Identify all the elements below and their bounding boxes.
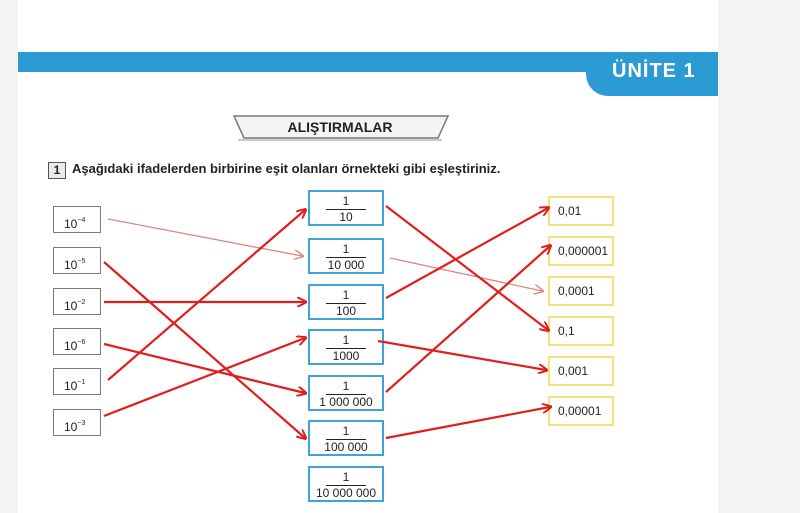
power-base: 10 bbox=[64, 217, 78, 231]
unit-tab bbox=[586, 52, 718, 96]
fraction-denominator: 10 000 bbox=[327, 258, 365, 272]
fraction-numerator: 1 bbox=[342, 379, 350, 393]
power-exponent: −5 bbox=[77, 258, 86, 265]
section-banner-shape bbox=[232, 115, 450, 141]
match-arrow bbox=[107, 210, 305, 381]
power-exponent: −4 bbox=[77, 217, 86, 224]
power-box[interactable]: 10−1 bbox=[53, 368, 101, 395]
fraction-numerator: 1 bbox=[342, 242, 350, 256]
fraction-box[interactable]: 1 10 000 bbox=[308, 238, 384, 274]
decimal-box[interactable]: 0,000001 bbox=[548, 236, 614, 266]
power-box[interactable]: 10−2 bbox=[53, 288, 101, 315]
fraction-bar bbox=[326, 209, 366, 210]
fraction-denominator: 1000 bbox=[332, 349, 360, 363]
match-arrow bbox=[385, 246, 550, 393]
fraction-box[interactable]: 1 100 000 bbox=[308, 420, 384, 456]
power-exponent: −2 bbox=[77, 299, 86, 306]
power-exponent: −3 bbox=[77, 420, 86, 427]
fraction-denominator: 100 bbox=[335, 304, 357, 318]
question-instruction: Aşağıdaki ifadelerden birbirine eşit ola… bbox=[72, 161, 501, 176]
example-arrow bbox=[389, 257, 542, 291]
match-arrow bbox=[385, 208, 548, 299]
unit-label: ÜNİTE 1 bbox=[612, 60, 696, 82]
power-base: 10 bbox=[64, 379, 78, 393]
match-arrow bbox=[103, 342, 305, 393]
fraction-denominator: 10 000 000 bbox=[315, 486, 377, 500]
power-box[interactable]: 10−3 bbox=[53, 409, 101, 436]
example-arrow bbox=[107, 218, 302, 256]
fraction-denominator: 100 000 bbox=[324, 440, 368, 454]
fraction-numerator: 1 bbox=[342, 470, 350, 484]
fraction-numerator: 1 bbox=[342, 288, 350, 302]
question-number: 1 bbox=[48, 162, 66, 179]
fraction-numerator: 1 bbox=[342, 333, 350, 347]
fraction-bar bbox=[326, 303, 366, 304]
fraction-bar bbox=[326, 485, 366, 486]
section-banner: ALIŞTIRMALAR bbox=[232, 112, 452, 147]
match-arrow bbox=[385, 205, 548, 330]
fraction-bar bbox=[326, 257, 366, 258]
power-base: 10 bbox=[64, 258, 78, 272]
fraction-numerator: 1 bbox=[342, 194, 350, 208]
power-box[interactable]: 10−6 bbox=[53, 328, 101, 355]
match-arrow bbox=[103, 338, 305, 418]
match-arrow bbox=[385, 407, 550, 440]
power-base: 10 bbox=[64, 299, 78, 313]
fraction-bar bbox=[326, 394, 366, 395]
fraction-denominator: 10 bbox=[339, 210, 353, 224]
power-base: 10 bbox=[64, 339, 78, 353]
fraction-bar bbox=[326, 348, 366, 349]
decimal-box[interactable]: 0,001 bbox=[548, 356, 614, 386]
fraction-numerator: 1 bbox=[342, 424, 350, 438]
fraction-box[interactable]: 1 1000 bbox=[308, 329, 384, 365]
power-box[interactable]: 10−4 bbox=[53, 206, 101, 233]
decimal-box[interactable]: 0,0001 bbox=[548, 276, 614, 306]
match-arrow bbox=[103, 261, 305, 438]
header-band bbox=[18, 52, 718, 72]
fraction-box[interactable]: 1 10 000 000 bbox=[308, 466, 384, 502]
match-arrow bbox=[377, 339, 546, 370]
decimal-box[interactable]: 0,1 bbox=[548, 316, 614, 346]
fraction-bar bbox=[326, 439, 366, 440]
power-exponent: −6 bbox=[77, 339, 86, 346]
fraction-denominator: 1 000 000 bbox=[319, 395, 373, 409]
fraction-box[interactable]: 1 1 000 000 bbox=[308, 375, 384, 411]
power-exponent: −1 bbox=[77, 379, 86, 386]
section-title: ALIŞTIRMALAR bbox=[287, 119, 393, 135]
power-base: 10 bbox=[64, 420, 78, 434]
power-box[interactable]: 10−5 bbox=[53, 247, 101, 274]
